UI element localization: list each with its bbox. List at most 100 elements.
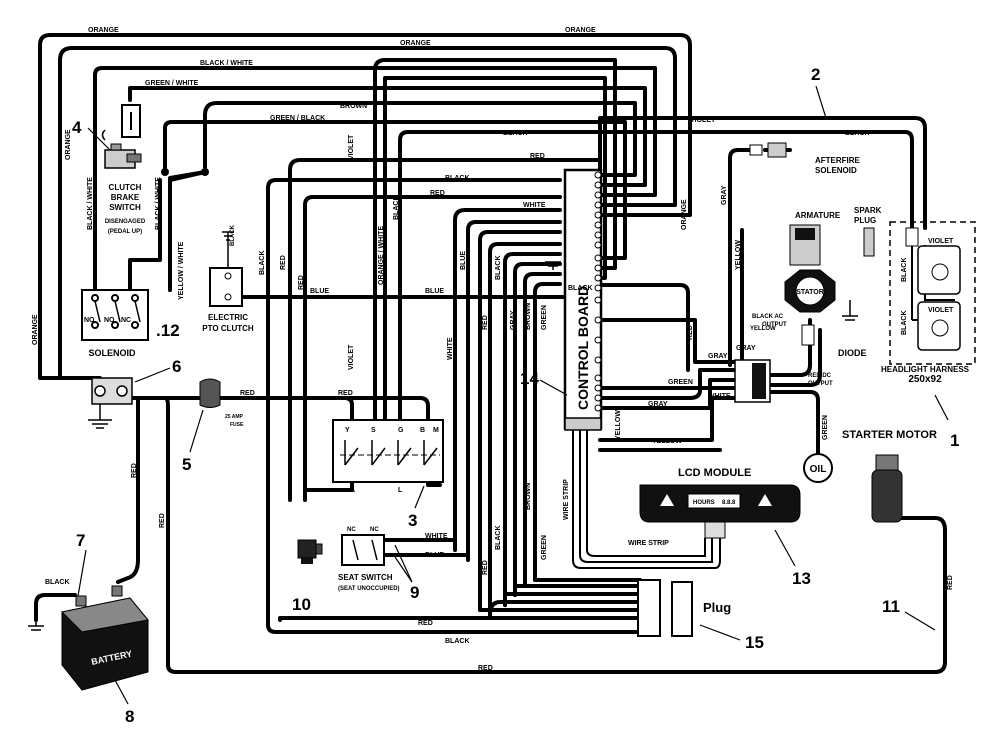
svg-text:BRAKE: BRAKE	[111, 193, 140, 202]
svg-text:WHITE: WHITE	[425, 533, 448, 540]
blue-wire-v	[466, 220, 562, 562]
svg-text:WHITE: WHITE	[447, 337, 454, 360]
svg-text:BLUE: BLUE	[425, 552, 444, 559]
black-wire-3	[266, 178, 562, 627]
svg-text:RED DC: RED DC	[808, 373, 832, 379]
svg-text:YELLOW / WHITE: YELLOW / WHITE	[178, 241, 185, 300]
svg-text:DISENGAGED: DISENGAGED	[105, 219, 146, 225]
pedal-up-label: (PEDAL UP)	[108, 229, 142, 235]
label-orange: ORANGE	[65, 129, 72, 160]
spark-label-2: PLUG	[854, 216, 876, 225]
ign-b: B	[420, 427, 425, 434]
bulb-icon	[931, 319, 949, 337]
svg-text:8: 8	[125, 707, 134, 726]
ign-s: S	[371, 427, 376, 434]
svg-text:8.8.8: 8.8.8	[722, 500, 736, 506]
label-blue: BLUE	[310, 288, 329, 295]
svg-text:BLACK: BLACK	[445, 638, 470, 645]
yellow-wire-1	[598, 396, 737, 442]
svg-text:OIL: OIL	[810, 464, 827, 475]
fuse-label-1: 25 AMP	[225, 414, 244, 420]
svg-text:NC: NC	[347, 527, 356, 533]
svg-text:RED: RED	[280, 255, 287, 270]
svg-text:5: 5	[182, 455, 191, 474]
plug-harness	[266, 623, 642, 634]
label-green: GREEN	[668, 379, 693, 386]
svg-text:NC: NC	[121, 317, 131, 324]
headlight-harness-label-1: HEADLIGHT HARNESS	[881, 365, 970, 374]
svg-text:6: 6	[172, 357, 181, 376]
ign-a: A	[350, 487, 355, 494]
svg-text:GRAY: GRAY	[648, 401, 668, 408]
svg-text:GREEN: GREEN	[822, 415, 829, 440]
svg-text:RED: RED	[947, 575, 954, 590]
seat-switch-icon	[297, 539, 323, 564]
oil-sensor-icon	[803, 453, 833, 483]
orange-outer-wire	[38, 33, 692, 380]
svg-text:OUTPUT: OUTPUT	[762, 322, 787, 328]
callout-3: 3	[408, 511, 417, 530]
spark-plug-icon	[863, 227, 875, 257]
label-red: RED	[298, 275, 305, 290]
label-black: BLACK	[445, 175, 470, 182]
solenoid-terminal	[131, 294, 139, 302]
plug-connector	[671, 581, 693, 637]
label-red: RED	[430, 190, 445, 197]
svg-text:DIODE: DIODE	[838, 348, 867, 358]
label-wire-strip: WIRE STRIP	[563, 479, 570, 520]
label-black: BLACK	[568, 285, 593, 292]
electric-pto-clutch: ELECTRIC PTO CLUTCH	[202, 231, 254, 333]
afterfire-solenoid-icon	[767, 142, 787, 158]
black-cb-wire	[598, 283, 690, 372]
svg-text:NO: NO	[104, 317, 115, 324]
svg-text:VIOLET: VIOLET	[690, 117, 716, 124]
callout-13: 13	[792, 569, 811, 588]
svg-text:BROWN: BROWN	[340, 103, 367, 110]
svg-text:A: A	[350, 487, 355, 494]
pto-label-2: PTO CLUTCH	[202, 324, 254, 333]
afterfire-label-1: AFTERFIRE	[815, 156, 861, 165]
green-black-wire	[163, 120, 627, 260]
control-board-pins	[594, 171, 602, 412]
seat-nc-1: NC	[347, 527, 356, 533]
callout-2: 2	[811, 65, 820, 84]
label-green: GREEN	[541, 305, 548, 330]
svg-text:ORANGE: ORANGE	[65, 129, 72, 160]
label-yellow: YELLOW	[615, 410, 622, 440]
svg-text:YELLOW: YELLOW	[735, 240, 742, 270]
wire-labels: ORANGE ORANGE ORANGE ORANGE ORANGE ORANG…	[32, 27, 954, 672]
svg-text:15: 15	[745, 633, 764, 652]
seat-switch: NC NC SEAT SWITCH (SEAT UNOCCUPIED)	[297, 527, 400, 592]
label-brown: BROWN	[525, 303, 532, 330]
svg-text:WIRE STRIP: WIRE STRIP	[628, 540, 669, 547]
label-orange-white: ORANGE / WHITE	[378, 226, 385, 285]
oil-wire	[768, 390, 820, 457]
svg-text:BLACK: BLACK	[445, 175, 470, 182]
svg-text:BLACK: BLACK	[230, 224, 236, 246]
svg-text:25 AMP: 25 AMP	[225, 414, 244, 420]
lcd-screen	[687, 493, 741, 509]
callout-14: 14	[520, 369, 539, 388]
label-black: BLACK	[495, 256, 502, 281]
svg-text:VIOLET: VIOLET	[348, 344, 355, 370]
callout-11: 11	[882, 597, 900, 616]
label-red: RED	[482, 560, 489, 575]
lcd-module-label: LCD MODULE	[678, 467, 751, 479]
svg-text:STARTER MOTOR: STARTER MOTOR	[842, 429, 937, 441]
green-wire-v	[513, 262, 562, 597]
svg-text:STATOR: STATOR	[796, 289, 824, 296]
svg-text:BLUE: BLUE	[425, 288, 444, 295]
ground-icon	[545, 261, 561, 270]
label-black: BLACK	[45, 579, 70, 586]
label-green-white: GREEN / WHITE	[145, 80, 199, 87]
control-board-label: CONTROL BOARD	[575, 286, 591, 410]
seat-switch-body	[341, 534, 385, 566]
svg-text:LCD MODULE: LCD MODULE	[678, 467, 751, 479]
red-starter-wire	[150, 396, 947, 674]
svg-text:BLUE: BLUE	[460, 251, 467, 270]
svg-text:SPARK: SPARK	[854, 206, 882, 215]
junction-dots	[161, 168, 209, 176]
callouts: 1 2 3 4 5 6 7 8 9 10 11 .12 13 14 15	[72, 65, 959, 726]
starter-solenoid	[88, 377, 133, 429]
